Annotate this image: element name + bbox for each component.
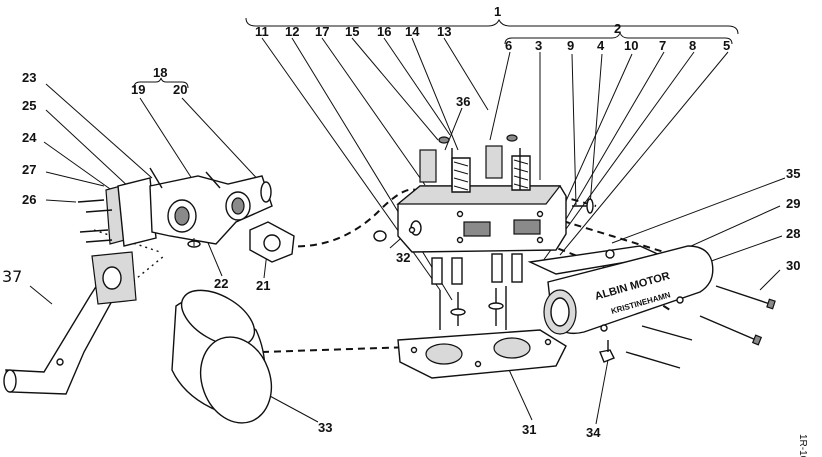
label-34: 34 [586, 425, 601, 440]
label-9: 9 [567, 38, 574, 53]
label-27: 27 [22, 162, 36, 177]
label-31: 31 [522, 422, 536, 437]
part-labels: 1 2 3 4 5 6 7 8 9 10 11 12 17 15 16 14 1… [2, 4, 800, 440]
label-11: 11 [255, 24, 269, 39]
label-12: 12 [285, 24, 299, 39]
head-gasket [397, 329, 567, 379]
label-30: 30 [786, 258, 800, 273]
label-17: 17 [315, 24, 329, 39]
label-33: 33 [318, 420, 332, 435]
label-16: 16 [377, 24, 391, 39]
label-13: 13 [437, 24, 451, 39]
label-4: 4 [597, 38, 605, 53]
label-18: 18 [153, 65, 167, 80]
label-15: 15 [345, 24, 359, 39]
label-10: 10 [624, 38, 638, 53]
valves-and-guides [431, 253, 523, 330]
exhaust-pipe [3, 251, 137, 395]
reference-code: 1R-169 [797, 434, 808, 457]
label-35: 35 [786, 166, 800, 181]
label-23: 23 [22, 70, 36, 85]
label-14: 14 [405, 24, 420, 39]
label-2: 2 [614, 21, 621, 36]
label-28: 28 [786, 226, 800, 241]
rocker-cover: ALBIN MOTOR KRISTINEHAMN [543, 245, 714, 335]
label-20: 20 [173, 82, 187, 97]
label-3: 3 [535, 38, 542, 53]
label-26: 26 [22, 192, 36, 207]
label-37: 37 [2, 267, 22, 286]
label-1: 1 [494, 4, 501, 19]
label-36: 36 [456, 94, 470, 109]
leader-lines [29, 17, 786, 425]
label-21: 21 [256, 278, 270, 293]
manifold-assembly [77, 167, 295, 263]
cover-bolts [599, 285, 776, 369]
label-5: 5 [723, 38, 730, 53]
label-25: 25 [22, 98, 36, 113]
label-29: 29 [786, 196, 800, 211]
label-32: 32 [396, 250, 410, 265]
label-6: 6 [505, 38, 512, 53]
label-24: 24 [22, 130, 37, 145]
label-8: 8 [689, 38, 696, 53]
label-22: 22 [214, 276, 228, 291]
label-19: 19 [131, 82, 145, 97]
label-7: 7 [659, 38, 666, 53]
cylinder-head [373, 134, 594, 253]
cylinder-tank [171, 289, 273, 424]
